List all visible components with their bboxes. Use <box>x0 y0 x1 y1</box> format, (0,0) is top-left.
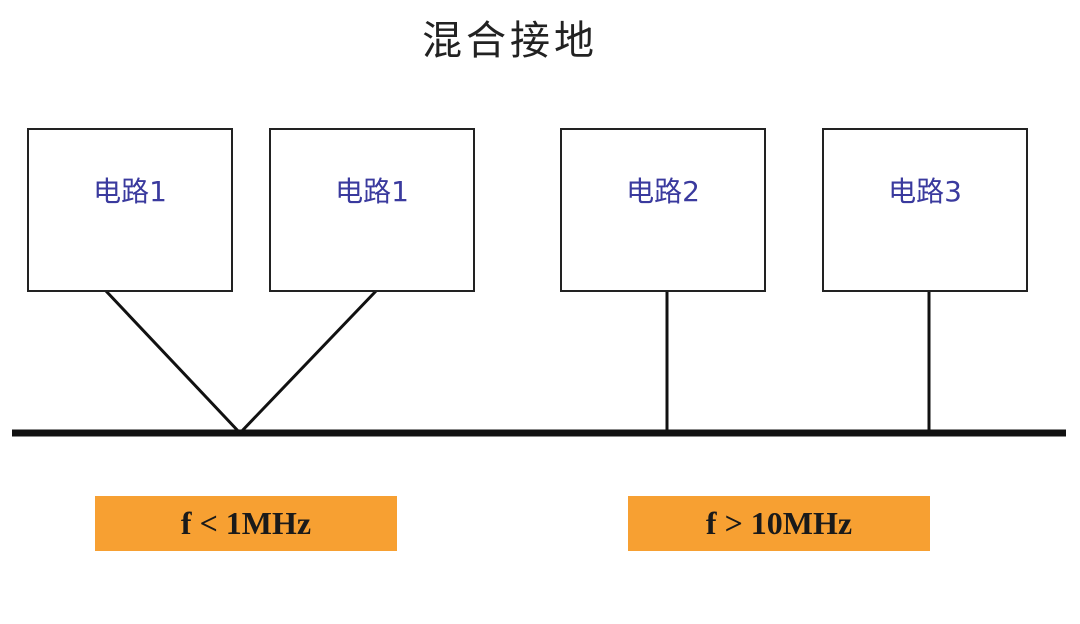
circuit-box-1a: 电路1 <box>27 128 233 292</box>
circuit-label: 电路1 <box>335 175 409 208</box>
wire-circuit1a-to-ground <box>104 289 242 435</box>
circuit-label: 电路2 <box>626 175 700 208</box>
circuit-label: 电路1 <box>93 175 167 208</box>
frequency-label: f < 1MHz <box>180 505 312 541</box>
low-frequency-badge: f < 1MHz <box>95 496 397 551</box>
wire-circuit1b-to-ground <box>238 289 378 435</box>
frequency-label: f > 10MHz <box>705 505 853 541</box>
circuit-box-3: 电路3 <box>822 128 1028 292</box>
circuit-label: 电路3 <box>888 175 962 208</box>
high-frequency-badge: f > 10MHz <box>628 496 930 551</box>
circuit-box-2: 电路2 <box>560 128 766 292</box>
diagram-title: 混合接地 <box>422 18 598 64</box>
circuit-box-1b: 电路1 <box>269 128 475 292</box>
